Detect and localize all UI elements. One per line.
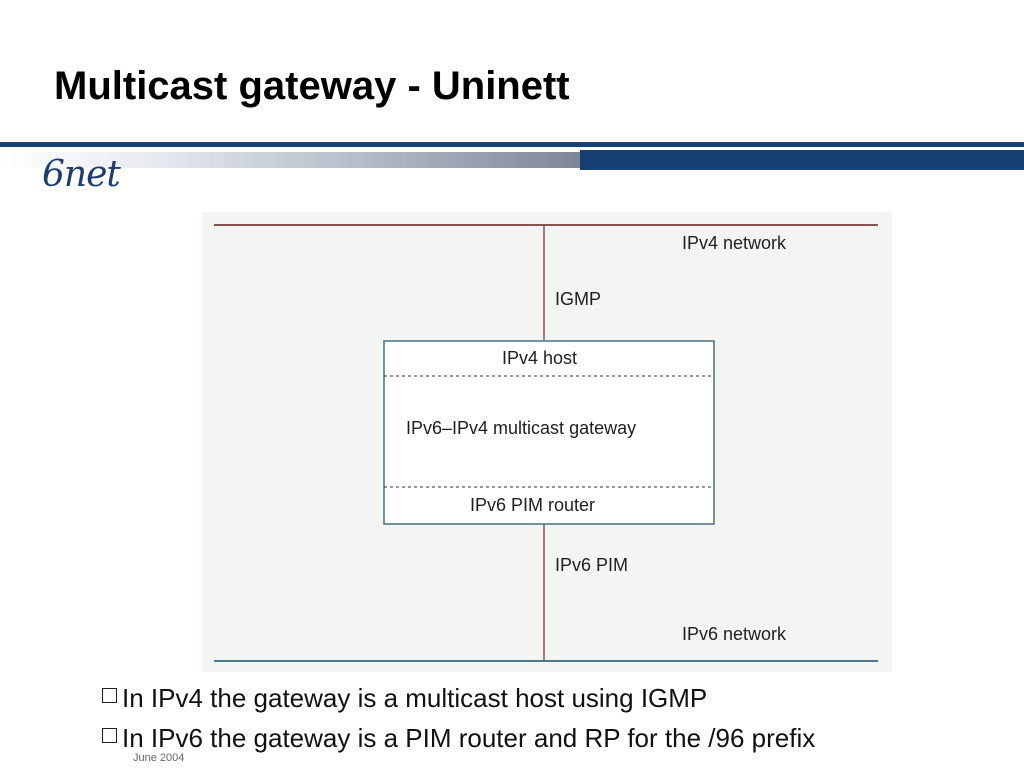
gateway-box xyxy=(383,340,715,525)
slide-title: Multicast gateway - Uninett xyxy=(54,64,570,108)
band-top-line xyxy=(0,142,1024,147)
bullet-item: In IPv6 the gateway is a PIM router and … xyxy=(102,718,815,758)
ipv4-network-label: IPv4 network xyxy=(682,233,787,253)
band-solid-bar xyxy=(580,150,1024,170)
gateway-label: IPv6–IPv4 multicast gateway xyxy=(406,418,637,438)
ipv6-network-label: IPv6 network xyxy=(682,624,787,644)
gateway-diagram: IPv4 network IGMP IPv4 host IPv6–IPv4 mu… xyxy=(202,212,892,672)
bullet-text: In IPv6 the gateway is a PIM router and … xyxy=(122,723,816,753)
bullet-text: In IPv4 the gateway is a multicast host … xyxy=(122,683,708,713)
footer-date: June 2004 xyxy=(133,752,185,764)
igmp-label: IGMP xyxy=(555,289,602,309)
bullet-box-icon xyxy=(102,728,117,743)
pim-router-label: IPv6 PIM router xyxy=(470,495,596,515)
band-gradient xyxy=(0,152,580,168)
ipv4-host-label: IPv4 host xyxy=(502,348,578,368)
ipv6-pim-label: IPv6 PIM xyxy=(555,555,629,575)
bullet-list: In IPv4 the gateway is a multicast host … xyxy=(102,678,815,758)
bullet-item: In IPv4 the gateway is a multicast host … xyxy=(102,678,815,718)
bullet-box-icon xyxy=(102,688,117,703)
6net-logo: 6net xyxy=(42,154,121,195)
header-band xyxy=(0,142,1024,170)
diagram-lines xyxy=(214,224,878,662)
